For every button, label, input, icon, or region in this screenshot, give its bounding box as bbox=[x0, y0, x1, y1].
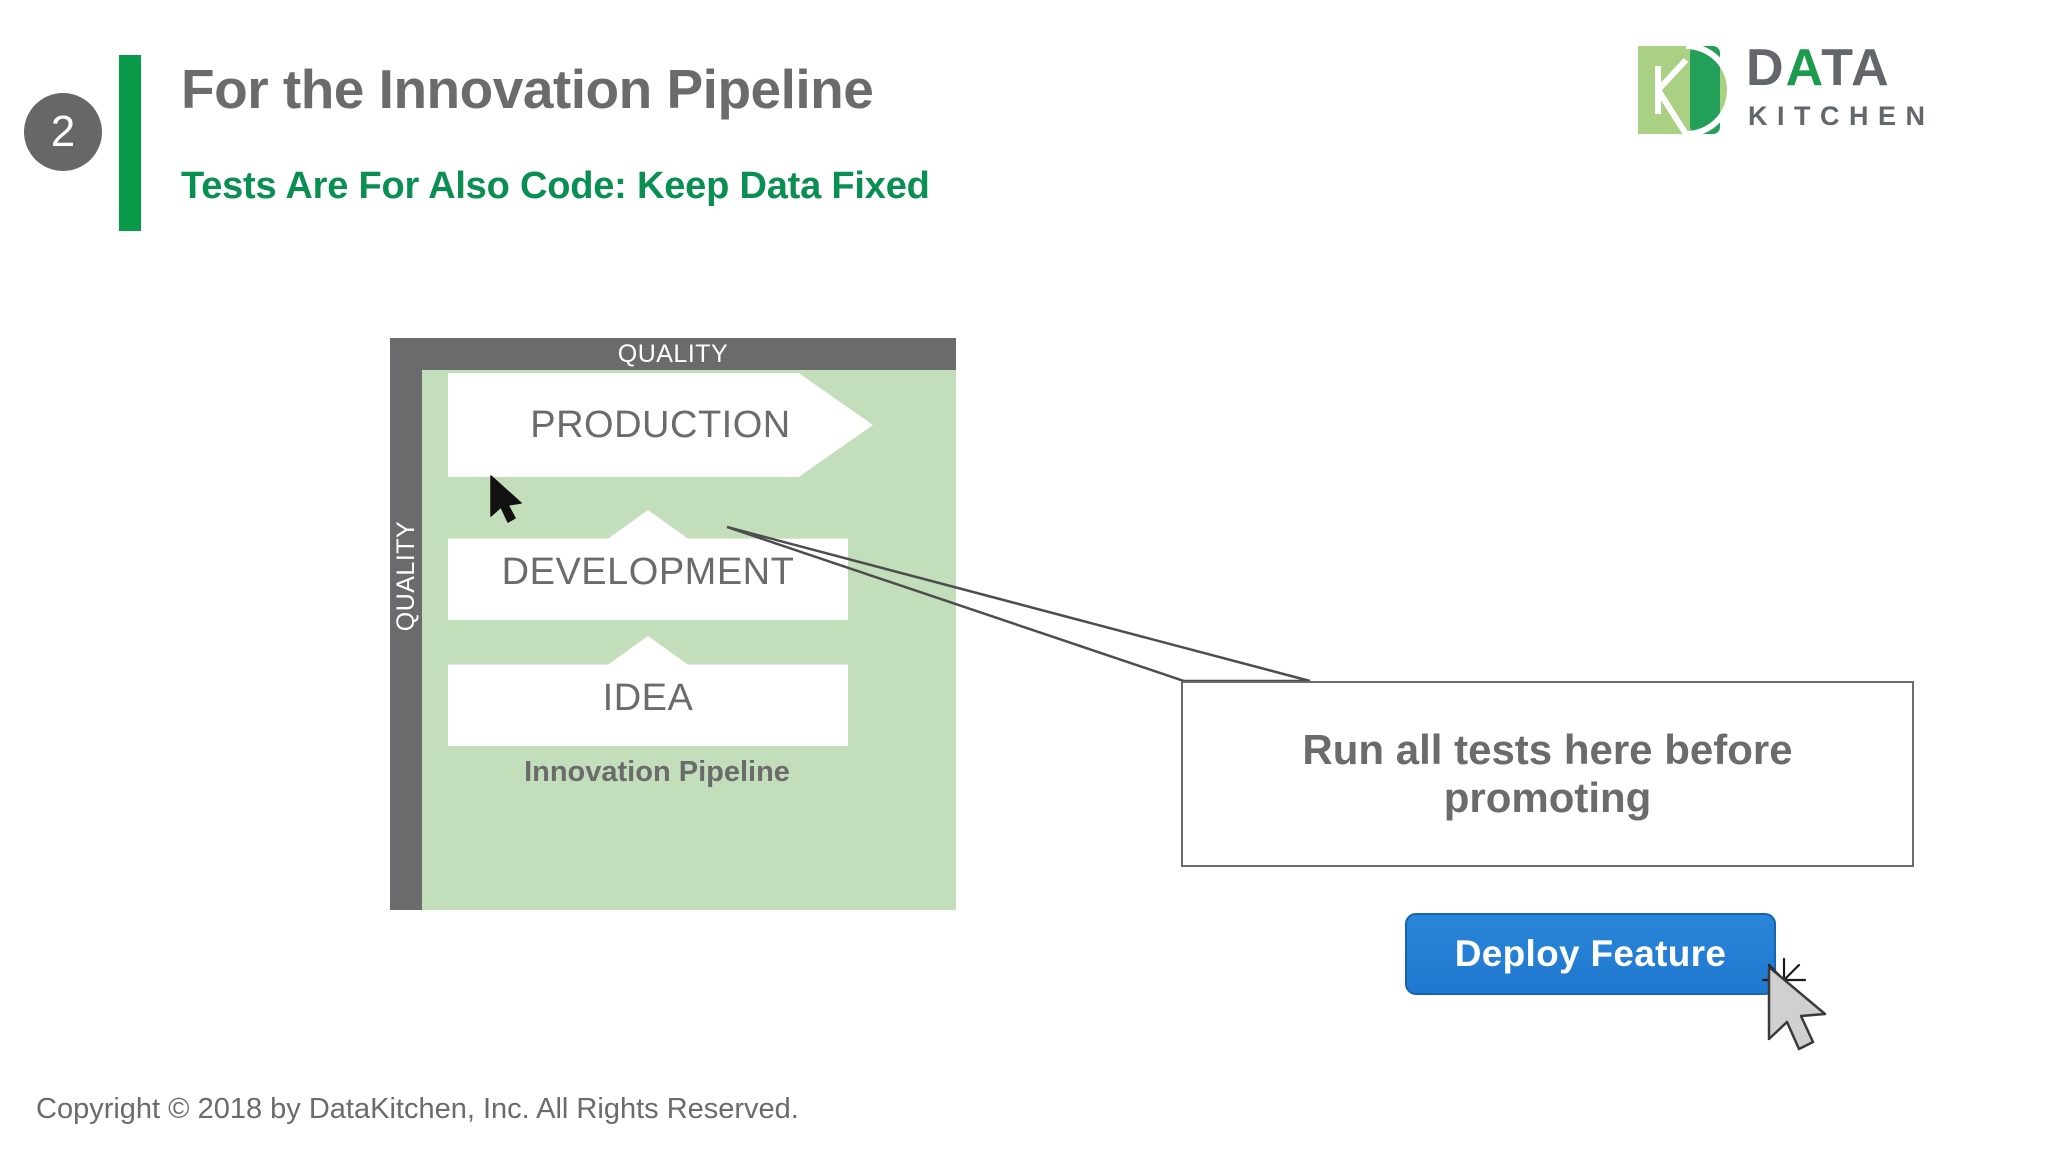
quality-left-bar: QUALITY bbox=[390, 338, 422, 910]
callout-text: Run all tests here before promoting bbox=[1302, 725, 1793, 821]
title-accent-bar bbox=[119, 55, 141, 231]
datakitchen-logo-mark bbox=[1638, 44, 1732, 136]
pipeline-caption: Innovation Pipeline bbox=[524, 756, 790, 788]
stage-idea-label: IDEA bbox=[602, 676, 694, 719]
stage-production-label: PRODUCTION bbox=[530, 403, 791, 446]
quality-top-bar: QUALITY bbox=[390, 338, 956, 370]
arrow-cursor-deploy bbox=[1767, 965, 1827, 1051]
callout-box: Run all tests here before promoting bbox=[1181, 681, 1914, 867]
page-subtitle: Tests Are For Also Code: Keep Data Fixed bbox=[181, 165, 930, 207]
logo-wordmark-data: DATA bbox=[1746, 38, 1891, 98]
page-title: For the Innovation Pipeline bbox=[181, 58, 874, 120]
copyright-footer: Copyright © 2018 by DataKitchen, Inc. Al… bbox=[36, 1093, 799, 1125]
arrow-cursor-pipeline bbox=[490, 475, 522, 523]
logo-letter-a-green: A bbox=[1785, 39, 1822, 97]
deploy-feature-label: Deploy Feature bbox=[1454, 933, 1727, 974]
deploy-feature-button[interactable]: Deploy Feature bbox=[1405, 913, 1776, 995]
innovation-pipeline-diagram: QUALITY QUALITY PRODUCTION DEVELOPMENT I… bbox=[390, 338, 956, 910]
quality-left-label: QUALITY bbox=[391, 520, 420, 632]
stage-production[interactable]: PRODUCTION bbox=[448, 373, 873, 477]
logo-letter-d: D bbox=[1746, 39, 1786, 97]
stage-development-label: DEVELOPMENT bbox=[501, 550, 795, 593]
logo-wordmark-kitchen: KITCHEN bbox=[1748, 101, 1935, 131]
step-number-badge: 2 bbox=[24, 93, 102, 171]
logo-letters-ta: TA bbox=[1821, 39, 1891, 97]
datakitchen-logo: DATA KITCHEN bbox=[1636, 38, 1926, 148]
